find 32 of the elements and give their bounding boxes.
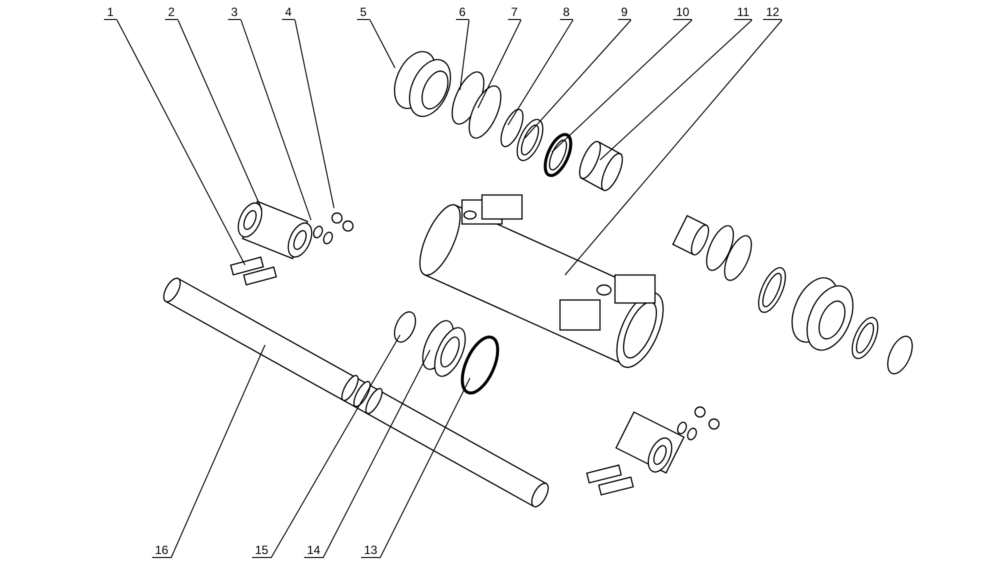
leader-line <box>170 344 266 558</box>
leader-line <box>116 20 246 266</box>
callout-number: 10 <box>673 5 692 20</box>
leader-line <box>564 20 782 276</box>
callout-number: 1 <box>104 5 117 20</box>
callout-number: 16 <box>152 543 172 558</box>
callout-number: 15 <box>252 543 272 558</box>
callout-number: 5 <box>357 5 370 20</box>
callout-number: 6 <box>456 5 469 20</box>
callout-number: 11 <box>734 5 752 20</box>
leader-line <box>270 334 400 558</box>
callout-number: 4 <box>282 5 295 20</box>
leader-line <box>294 20 334 208</box>
callout-number: 3 <box>228 5 241 20</box>
leader-line <box>552 20 692 152</box>
callout-number: 13 <box>361 543 380 558</box>
leader-line <box>508 20 574 126</box>
leader-line <box>240 20 312 220</box>
leader-line <box>460 20 470 90</box>
callout-number: 14 <box>304 543 324 558</box>
leader-line <box>322 350 430 558</box>
callout-number: 12 <box>763 5 782 20</box>
leader-line <box>478 20 522 108</box>
leader-line <box>380 378 470 558</box>
callout-number: 2 <box>165 5 178 20</box>
leader-line <box>370 20 396 68</box>
leader-line <box>524 20 632 138</box>
leader-line <box>178 20 262 210</box>
callout-number: 7 <box>508 5 521 20</box>
leader-line <box>600 20 752 160</box>
callout-number: 9 <box>618 5 631 20</box>
callout-number: 8 <box>560 5 573 20</box>
